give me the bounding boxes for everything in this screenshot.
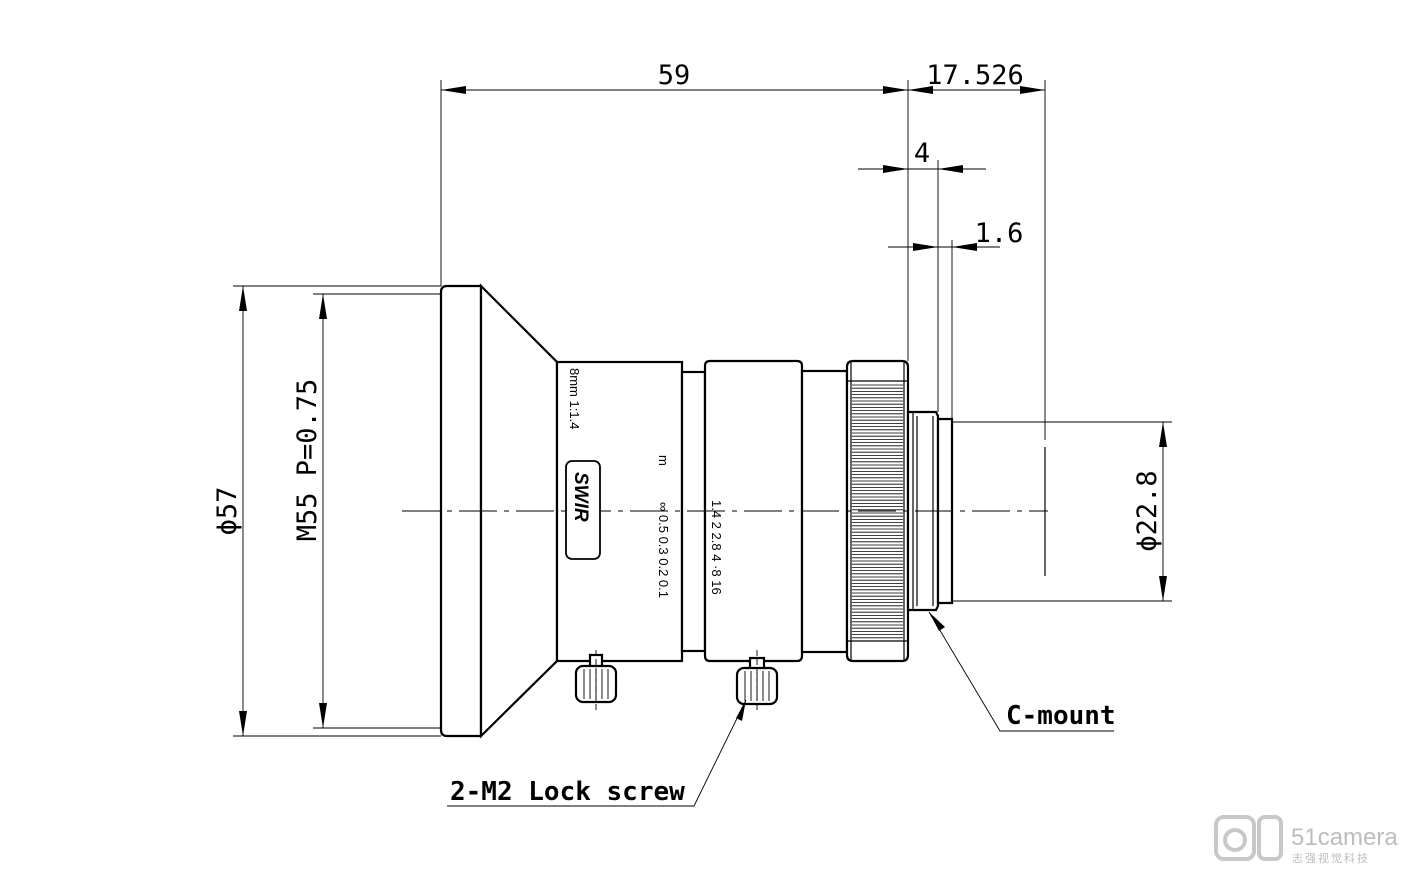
dim-overall-length: 59 — [440, 60, 909, 361]
knurl-texture — [852, 384, 903, 639]
dim-mount-step: 1.6 — [888, 218, 1023, 419]
engravings: 8mm 1:1.4 SWIR m ∞ 0.5 0.3 0.2 0.1 1.4 2… — [565, 368, 724, 598]
watermark-logo-text: 51camera — [1291, 824, 1398, 851]
dim-flange-distance-label: 17.526 — [926, 60, 1024, 91]
callout-lock-screw: 2-M2 Lock screw — [447, 699, 747, 807]
lock-screw-2 — [735, 650, 779, 710]
dim-front-diameter: ϕ57 — [212, 285, 441, 737]
watermark-logo-icon — [1214, 815, 1283, 861]
callout-c-mount-label: C-mount — [1006, 701, 1116, 731]
callout-c-mount: C-mount — [928, 611, 1116, 732]
dim-mount-diameter-label: ϕ22.8 — [1132, 470, 1163, 551]
dim-filter-thread-label: M55 P=0.75 — [292, 379, 323, 542]
watermark: 51camera 志强视觉科技 — [1214, 815, 1398, 865]
dim-overall-length-label: 59 — [658, 60, 691, 91]
dim-mount-step-label: 1.6 — [975, 218, 1024, 249]
dim-flange-distance: 17.526 — [908, 60, 1046, 440]
dim-thread-length-label: 4 — [914, 138, 930, 169]
distance-scale-label: ∞ 0.5 0.3 0.2 0.1 — [656, 502, 671, 598]
watermark-tagline: 志强视觉科技 — [1292, 851, 1370, 865]
lock-screw-1 — [574, 650, 618, 710]
swir-badge-label: SWIR — [570, 472, 591, 522]
aperture-scale-label: 1.4 2 2.8 4 ·8 16 — [709, 500, 724, 595]
dim-front-diameter-label: ϕ57 — [212, 487, 243, 536]
distance-unit-label: m — [656, 455, 671, 466]
dim-mount-diameter: ϕ22.8 — [952, 421, 1172, 602]
callout-lock-screw-label: 2-M2 Lock screw — [450, 777, 685, 807]
swir-badge — [565, 460, 601, 560]
focal-spec-label: 8mm 1:1.4 — [567, 368, 582, 429]
dim-thread-length: 4 — [858, 138, 986, 412]
dim-filter-thread: M55 P=0.75 — [292, 293, 441, 729]
